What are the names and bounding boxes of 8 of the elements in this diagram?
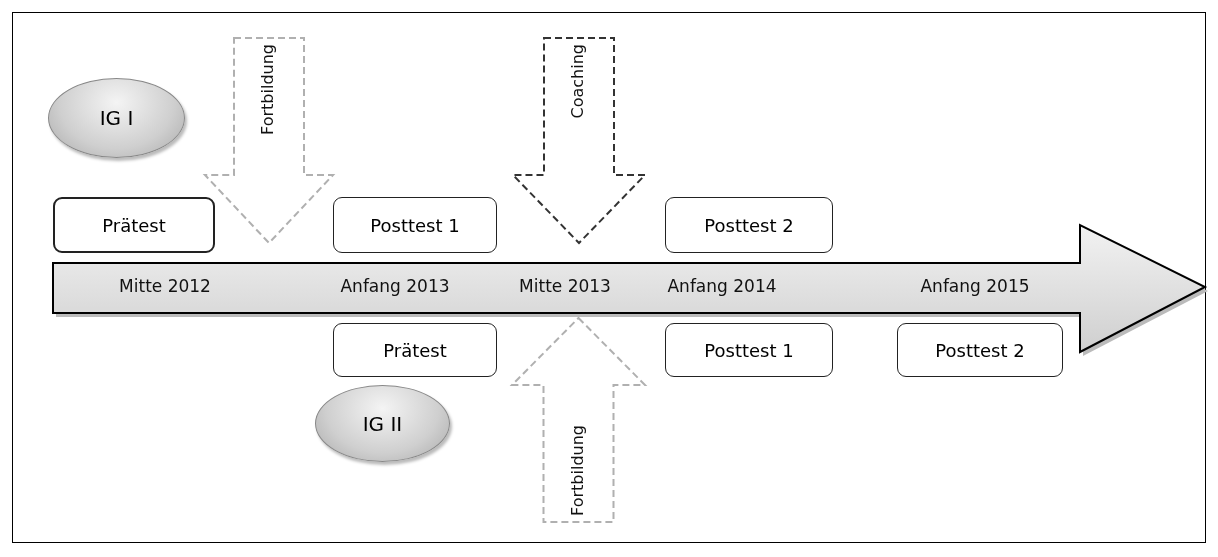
- group-ellipse: IG I: [48, 78, 185, 158]
- block-arrow: [513, 38, 645, 243]
- arrow-label: Fortbildung: [258, 44, 277, 135]
- arrow-label: Coaching: [568, 44, 587, 119]
- group-ellipse: IG II: [315, 385, 450, 462]
- arrow-label: Fortbildung: [567, 425, 587, 516]
- block-arrow: [512, 318, 645, 522]
- block-arrow: [205, 38, 333, 243]
